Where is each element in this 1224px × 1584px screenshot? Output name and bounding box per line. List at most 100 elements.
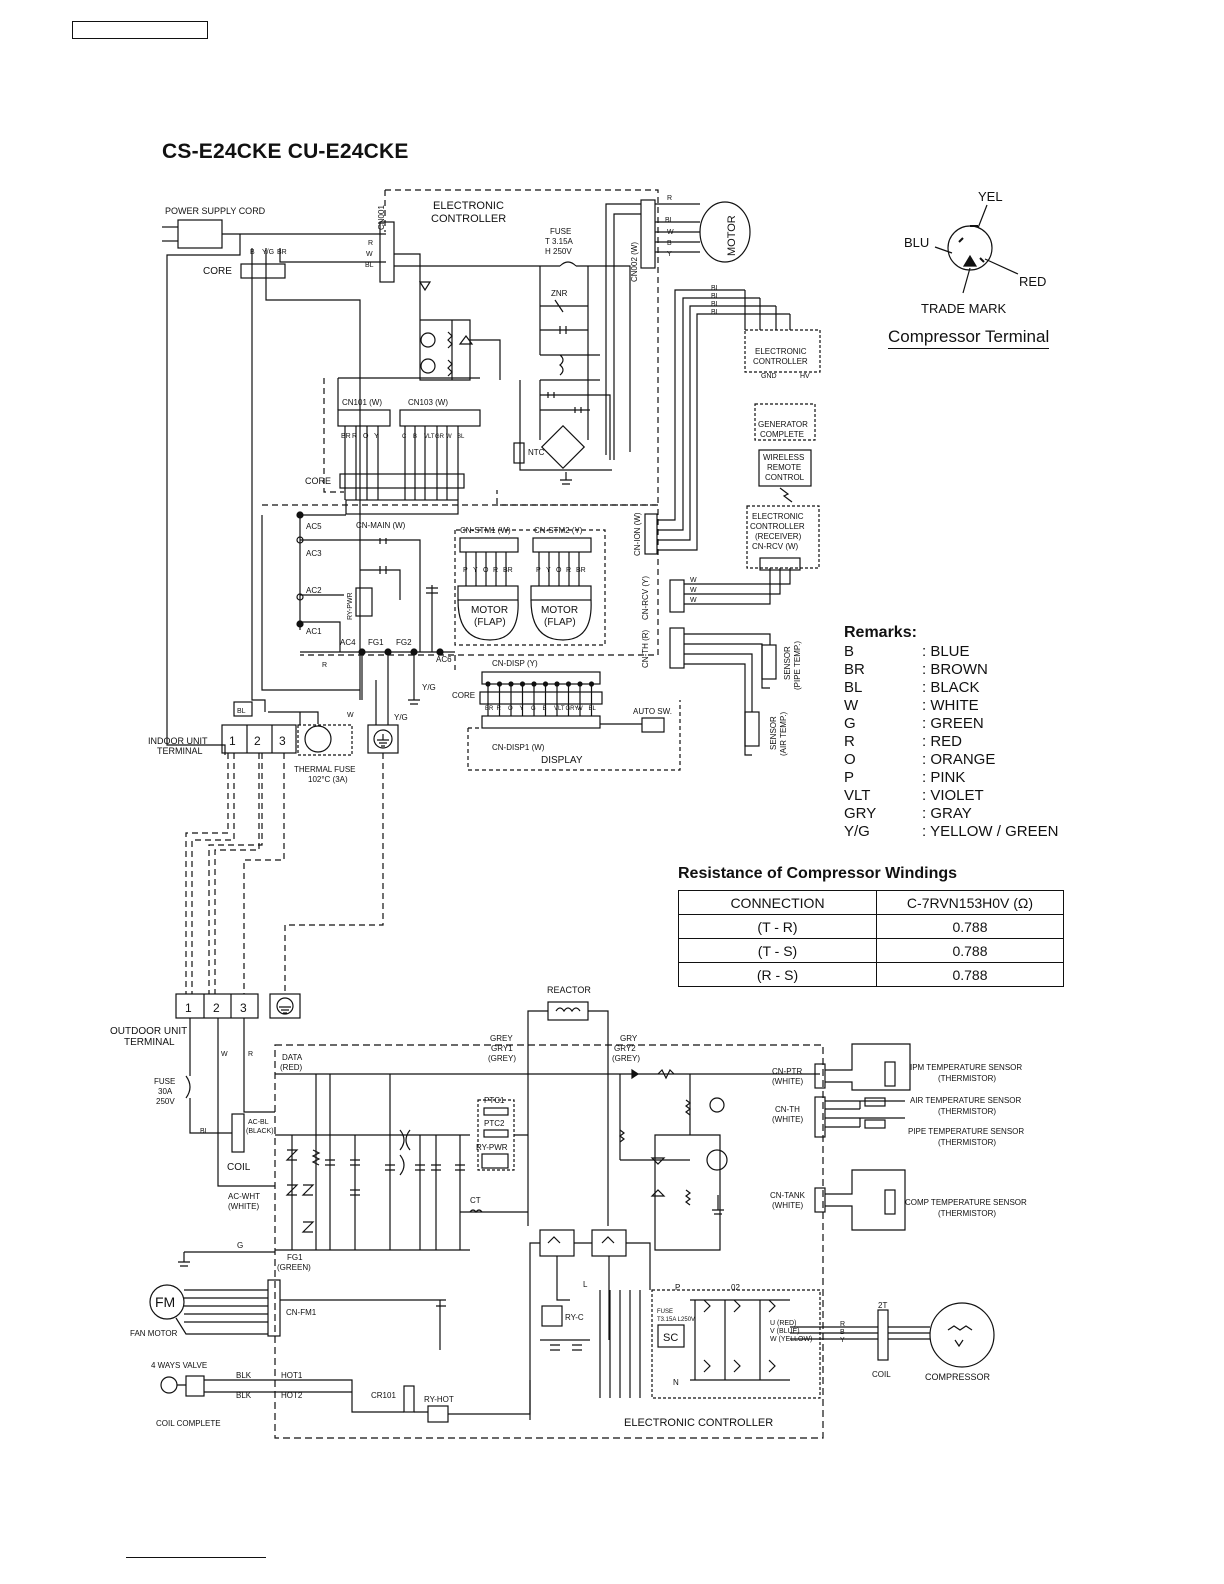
remark-color: : GRAY [922,805,972,822]
cn103-wire-label: BL [457,434,465,440]
q2-label: 02 [731,1283,740,1292]
term-bl-label: BL [237,708,246,715]
fuse-rating-2: H 250V [545,247,572,256]
cr101-icon [403,1385,415,1413]
cn101-wire-label: BR [341,433,351,440]
p-label: P [675,1283,680,1292]
outdoor-terminal-label: OUTDOOR UNIT [110,1026,187,1037]
display-pin [531,681,537,687]
two-t-label: 2T [878,1301,887,1310]
auto-switch-icon[interactable] [641,717,665,733]
remark-color: : ORANGE [922,751,996,768]
fg2-label: FG2 [396,638,412,647]
cn-main-connector [345,499,459,515]
outdoor-terminal-block [175,993,259,1019]
valve-coil-icon [160,1376,178,1394]
remark-color: : RED [922,733,963,750]
cn101-wire-label: Y [374,433,379,440]
bridge-1-icon [539,1229,575,1257]
table-cell: (T - S) [678,938,877,963]
coil-2t-icon [877,1309,889,1361]
display-label: DISPLAY [541,755,583,766]
cn-fm1-label: CN-FM1 [286,1308,317,1317]
coil-complete-label: COIL COMPLETE [156,1419,221,1428]
l-label: L [583,1280,588,1289]
receiver-label-3: (RECEIVER) [755,532,802,541]
display-wire-label: VLT [554,706,565,712]
outdoor-terminal-sub: TERMINAL [124,1037,175,1048]
ac-wht-sub: (WHITE) [228,1202,259,1211]
yg-label-2: Y/G [394,713,408,722]
remark-code: VLT [844,787,871,804]
table-cell: (R - S) [678,962,877,987]
stm1-wire-label: R [493,567,498,574]
hot2-label: HOT2 [281,1391,303,1400]
table-cell: (T - R) [678,914,877,939]
pin-red-label: RED [1019,274,1046,289]
remark-code: G [844,715,856,732]
varistor-icons [285,1149,315,1233]
sensor-air-sub: (AIR TEMP.) [779,712,788,756]
ry-c-icon [541,1305,563,1327]
comp-sensor-label: COMP TEMPERATURE SENSOR [905,1198,1027,1207]
ipm-module [651,1289,821,1399]
cn002-b: B [667,240,672,247]
air-sensor-icon [864,1097,886,1107]
cn002-label: CN002 (W) [630,242,639,282]
yg-label-1: Y/G [422,683,436,692]
remarks-list: B: BLUE BR: BROWN BL: BLACK W: WHITE G: … [844,643,1058,841]
stm2-wire-label: O [556,567,562,574]
stm1-wire-label: P [463,567,468,574]
outdoor-controller-label: ELECTRONIC CONTROLLER [624,1417,773,1429]
air-temp-sensor-icon [744,711,760,747]
stm1-wire-label: O [483,567,489,574]
remark-row: GRY: GRAY [844,805,1058,823]
four-way-valve-label: 4 WAYS VALVE [151,1361,207,1370]
data-sub: (RED) [280,1063,303,1072]
resistance-title: Resistance of Compressor Windings [678,865,958,882]
gry2-top: GRY [620,1034,638,1043]
flap-motor-icon [457,599,592,641]
ry-pwr-relay-icon [355,587,373,617]
cn-th-label: CN-TH (R) [641,629,650,668]
ac1-label: AC1 [306,627,322,636]
n-label: N [673,1378,679,1387]
table-cell: 0.788 [876,962,1064,987]
indoor-terminal-3: 3 [279,734,286,748]
pipe-sensor-sub: (THERMISTOR) [938,1138,996,1147]
ipm-sensor-label: IPM TEMPERATURE SENSOR [910,1063,1022,1072]
ion-ec-label-1: ELECTRONIC [755,347,807,356]
ry-hot-icon [427,1405,449,1423]
cn002-connector [640,199,656,269]
sc-label: SC [663,1332,678,1344]
rcv-w-1: W [690,577,697,584]
stm2-wire-label: Y [546,567,551,574]
receiver-box [746,505,820,569]
cn-ptr-connector [814,1063,826,1089]
cn002-y: Y [667,251,672,258]
remark-code: B [844,643,855,660]
receiver-label-1: ELECTRONIC [752,512,804,521]
outdoor-terminal-3: 3 [240,1001,247,1015]
ptc2-icon [483,1129,509,1138]
footer-rule [126,1557,266,1558]
auto-sw-label[interactable]: AUTO SW. [633,707,672,716]
core-label-2: CORE [305,476,331,486]
term-w-label: W [347,712,354,719]
remark-row: VLT: VIOLET [844,787,1058,805]
wireless-remote-box[interactable] [758,449,812,487]
outdoor-unit: 1 2 3 OUTDOOR UNIT TERMINAL ELECTRONIC C… [110,985,1027,1439]
cn-stm1-connector [459,537,519,553]
motor-label: MOTOR [726,215,738,256]
cn103-wire-label: GR [435,434,445,440]
cn-fm1-connector [267,1279,281,1337]
ry-pwr-label: RY-PWR [347,592,354,620]
stm1-wire-label: BR [503,567,513,574]
fuse-30a-voltage: 250V [156,1097,175,1106]
gnd-label: GND [761,373,777,380]
ion-controller-box [744,329,821,373]
remark-color: : YELLOW / GREEN [922,823,1059,840]
remark-row: B: BLUE [844,643,1058,661]
table-cell: 0.788 [876,914,1064,939]
cn-th-connector [669,627,685,669]
